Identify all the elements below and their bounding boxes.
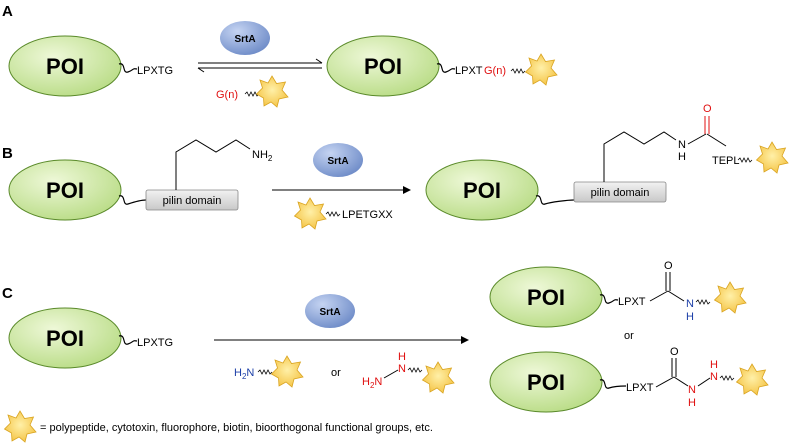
linker-line [118, 195, 147, 205]
hydrazide-n2: N [710, 371, 718, 383]
poi-ellipse [8, 307, 122, 369]
hydrazide-n1: N [688, 384, 696, 396]
lpxt-sequence: LPXT [618, 296, 646, 308]
amide-bond [655, 376, 675, 388]
payload-star-icon [525, 53, 558, 86]
amide-bond [649, 290, 669, 302]
or-label: or [331, 367, 341, 379]
linker-line [118, 63, 138, 73]
amide-n: N [678, 139, 686, 151]
hydrazide-h2: H [710, 359, 718, 371]
payload-star-icon [4, 410, 37, 443]
amine-nucleophile: H2N [234, 367, 254, 381]
linker-line [118, 335, 138, 345]
panel-c-letter: C [2, 285, 13, 302]
pilin-domain-box [145, 189, 239, 211]
wavy-linker [407, 367, 423, 373]
hydrazine-nh: N [398, 363, 406, 375]
wavy-linker [257, 369, 273, 375]
gn-ligated: G(n) [484, 65, 506, 77]
poi-label: POI [46, 326, 84, 351]
srta-enzyme [305, 294, 355, 328]
payload-star-icon [271, 355, 304, 388]
payload-star-icon [294, 197, 327, 230]
payload-star-icon [256, 75, 289, 108]
wavy-linker [695, 299, 711, 305]
payload-star-icon [714, 281, 747, 314]
hydrazine-h2n: H2N [362, 376, 382, 390]
amide-bond [673, 376, 689, 387]
panel-b: B POI pilin domain NH2 SrtA LPETGXX POI … [2, 103, 789, 230]
pilin-domain-label: pilin domain [591, 187, 650, 199]
srta-label: SrtA [319, 307, 340, 318]
poi-label: POI [364, 54, 402, 79]
srta-enzyme [220, 21, 270, 55]
tepl-sequence: TEPL [712, 155, 740, 167]
hydrazide-bond [697, 377, 711, 387]
amide-bond [706, 133, 727, 147]
poi-label: POI [463, 178, 501, 203]
srta-label: SrtA [234, 34, 255, 45]
amide-bond [667, 290, 685, 302]
lpxtg-sequence: LPXTG [137, 337, 173, 349]
poi-ellipse [489, 351, 603, 413]
pilin-domain-box [573, 181, 667, 203]
carbonyl-oxygen: O [703, 103, 712, 115]
hydrazide-h1: H [688, 397, 696, 409]
poi-label: POI [527, 285, 565, 310]
panel-a-letter: A [2, 3, 13, 20]
legend-text: = polypeptide, cytotoxin, fluorophore, b… [40, 422, 433, 434]
poi-ellipse [8, 159, 122, 221]
poi-ellipse [8, 35, 122, 97]
wavy-linker [510, 68, 526, 74]
poi-ellipse [489, 266, 603, 328]
or-label: or [624, 330, 634, 342]
lysine-side-chain [175, 139, 251, 190]
amide-h: H [678, 151, 686, 163]
amide-h: H [686, 311, 694, 323]
linker-line [436, 63, 456, 73]
gn-nucleophile: G(n) [216, 89, 238, 101]
lpxtg-sequence: LPXTG [137, 65, 173, 77]
payload-star-icon [422, 361, 455, 394]
payload-star-icon [756, 141, 789, 174]
payload-star-icon [736, 363, 769, 396]
poi-label: POI [527, 370, 565, 395]
lpxt-sequence: LPXT [626, 382, 654, 394]
panel-c: C POI LPXTG SrtA H2N or H2N N H POI LPXT… [2, 260, 769, 413]
amine-group: NH2 [252, 149, 273, 163]
panel-a: A POI LPXTG SrtA G(n) POI LPXT G(n) [2, 3, 558, 108]
amide-bond [687, 133, 707, 145]
poi-ellipse [326, 35, 440, 97]
carbonyl-oxygen: O [664, 260, 673, 272]
amide-n: N [686, 298, 694, 310]
wavy-linker [719, 375, 735, 381]
carbonyl-oxygen: O [670, 346, 679, 358]
linker-line [535, 195, 575, 205]
hydrazine-bond [383, 369, 399, 379]
lpetgxx-sequence: LPETGXX [342, 209, 393, 221]
wavy-linker [244, 91, 260, 97]
lpxt-sequence: LPXT [455, 65, 483, 77]
wavy-linker [325, 211, 341, 217]
hydrazine-h: H [398, 351, 406, 363]
poi-label: POI [46, 54, 84, 79]
linker-line [599, 294, 619, 304]
panel-b-letter: B [2, 145, 13, 162]
poi-ellipse [425, 159, 539, 221]
pilin-domain-label: pilin domain [163, 195, 222, 207]
legend: = polypeptide, cytotoxin, fluorophore, b… [4, 410, 433, 443]
srta-label: SrtA [327, 156, 348, 167]
srta-enzyme [313, 143, 363, 177]
wavy-linker [737, 157, 753, 163]
lysine-side-chain [603, 131, 677, 182]
linker-line [599, 379, 627, 389]
poi-label: POI [46, 178, 84, 203]
